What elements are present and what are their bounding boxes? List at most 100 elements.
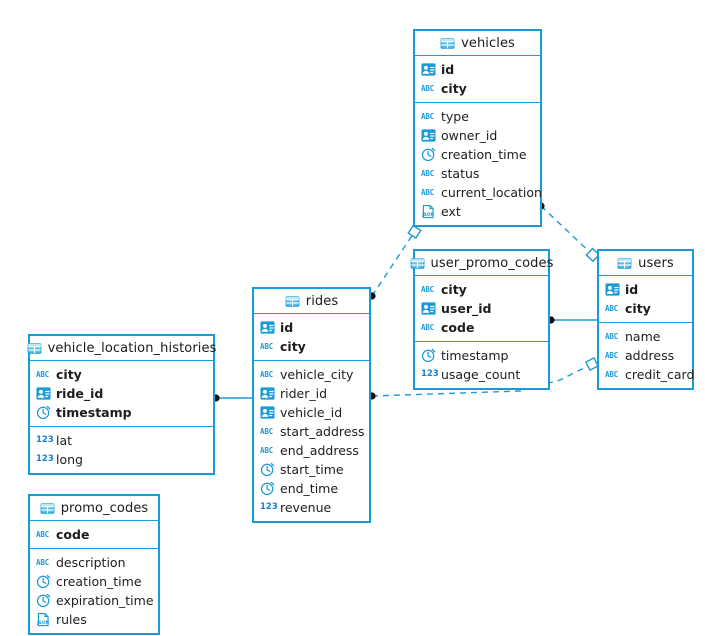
number-type-icon: 123 xyxy=(260,502,278,512)
timestamp-icon xyxy=(260,481,275,496)
primary-key-icon xyxy=(260,386,275,401)
table-header-vehicle_location_histories[interactable]: vehicle_location_histories xyxy=(27,336,216,361)
field-label: code xyxy=(441,320,475,335)
field-row-user_id[interactable]: user_id xyxy=(415,299,548,318)
field-row-end_address[interactable]: ABC end_address xyxy=(254,441,369,460)
field-label: ride_id xyxy=(56,386,104,401)
field-row-owner_id[interactable]: owner_id xyxy=(415,126,540,145)
field-row-start_time[interactable]: start_time xyxy=(254,460,369,479)
field-label: creation_time xyxy=(56,574,142,589)
table-header-users[interactable]: users xyxy=(599,251,692,276)
json-type-icon: JSON xyxy=(36,612,51,627)
number-type-icon: 123 xyxy=(36,454,54,464)
timestamp-icon xyxy=(36,593,51,608)
field-label: city xyxy=(280,339,306,354)
field-row-id[interactable]: id xyxy=(415,60,540,79)
field-row-vehicle_id[interactable]: vehicle_id xyxy=(254,403,369,422)
text-type-icon: ABC xyxy=(421,285,434,294)
relationship-endpoint-square xyxy=(407,224,422,239)
field-row-id[interactable]: id xyxy=(599,280,692,299)
table-icon xyxy=(440,36,455,51)
primary-key-icon xyxy=(260,405,275,420)
timestamp-icon xyxy=(36,574,51,589)
json-type-icon: JSON xyxy=(421,204,436,219)
text-type-icon: ABC xyxy=(421,169,434,178)
field-row-end_time[interactable]: end_time xyxy=(254,479,369,498)
table-header-promo_codes[interactable]: promo_codes xyxy=(30,496,158,521)
table-header-rides[interactable]: rides xyxy=(254,289,369,314)
field-label: city xyxy=(56,367,82,382)
table-header-vehicles[interactable]: vehicles xyxy=(415,31,540,56)
svg-text:JSON: JSON xyxy=(421,212,434,218)
field-label: id xyxy=(441,62,455,77)
text-type-icon: ABC xyxy=(421,112,434,121)
relationship-vehicle-location-histories-to-rides[interactable] xyxy=(212,394,252,402)
text-type-icon: ABC xyxy=(421,84,434,93)
field-label: timestamp xyxy=(56,405,132,420)
field-row-id[interactable]: id xyxy=(254,318,369,337)
primary-key-icon xyxy=(605,282,620,297)
field-row-timestamp[interactable]: timestamp xyxy=(415,346,548,365)
text-type-icon: ABC xyxy=(421,323,434,332)
field-label: address xyxy=(625,348,675,363)
field-row-code[interactable]: ABC code xyxy=(415,318,548,337)
field-row-rider_id[interactable]: rider_id xyxy=(254,384,369,403)
field-label: rider_id xyxy=(280,386,328,401)
text-type-icon: ABC xyxy=(605,351,618,360)
field-row-creation_time[interactable]: creation_time xyxy=(30,572,158,591)
field-label: revenue xyxy=(280,500,332,515)
field-row-creation_time[interactable]: creation_time xyxy=(415,145,540,164)
number-type-icon: 123 xyxy=(36,435,54,445)
field-row-expiration_time[interactable]: expiration_time xyxy=(30,591,158,610)
relationship-user-promo-codes-to-users[interactable] xyxy=(547,316,597,324)
text-type-icon: ABC xyxy=(260,446,273,455)
field-label: end_address xyxy=(280,443,359,458)
field-label: vehicle_id xyxy=(280,405,343,420)
field-row-ride_id[interactable]: ride_id xyxy=(30,384,213,403)
primary-key-icon xyxy=(260,320,275,335)
table-header-user_promo_codes[interactable]: user_promo_codes xyxy=(410,251,553,276)
field-label: current_location xyxy=(441,185,542,200)
primary-key-icon xyxy=(421,128,436,143)
table-title: rides xyxy=(305,293,339,309)
field-label: end_time xyxy=(280,481,339,496)
field-row-timestamp[interactable]: timestamp xyxy=(30,403,213,422)
field-row-address[interactable]: ABC address xyxy=(599,346,692,365)
field-label: id xyxy=(280,320,294,335)
field-label: creation_time xyxy=(441,147,527,162)
field-label: owner_id xyxy=(441,128,498,143)
